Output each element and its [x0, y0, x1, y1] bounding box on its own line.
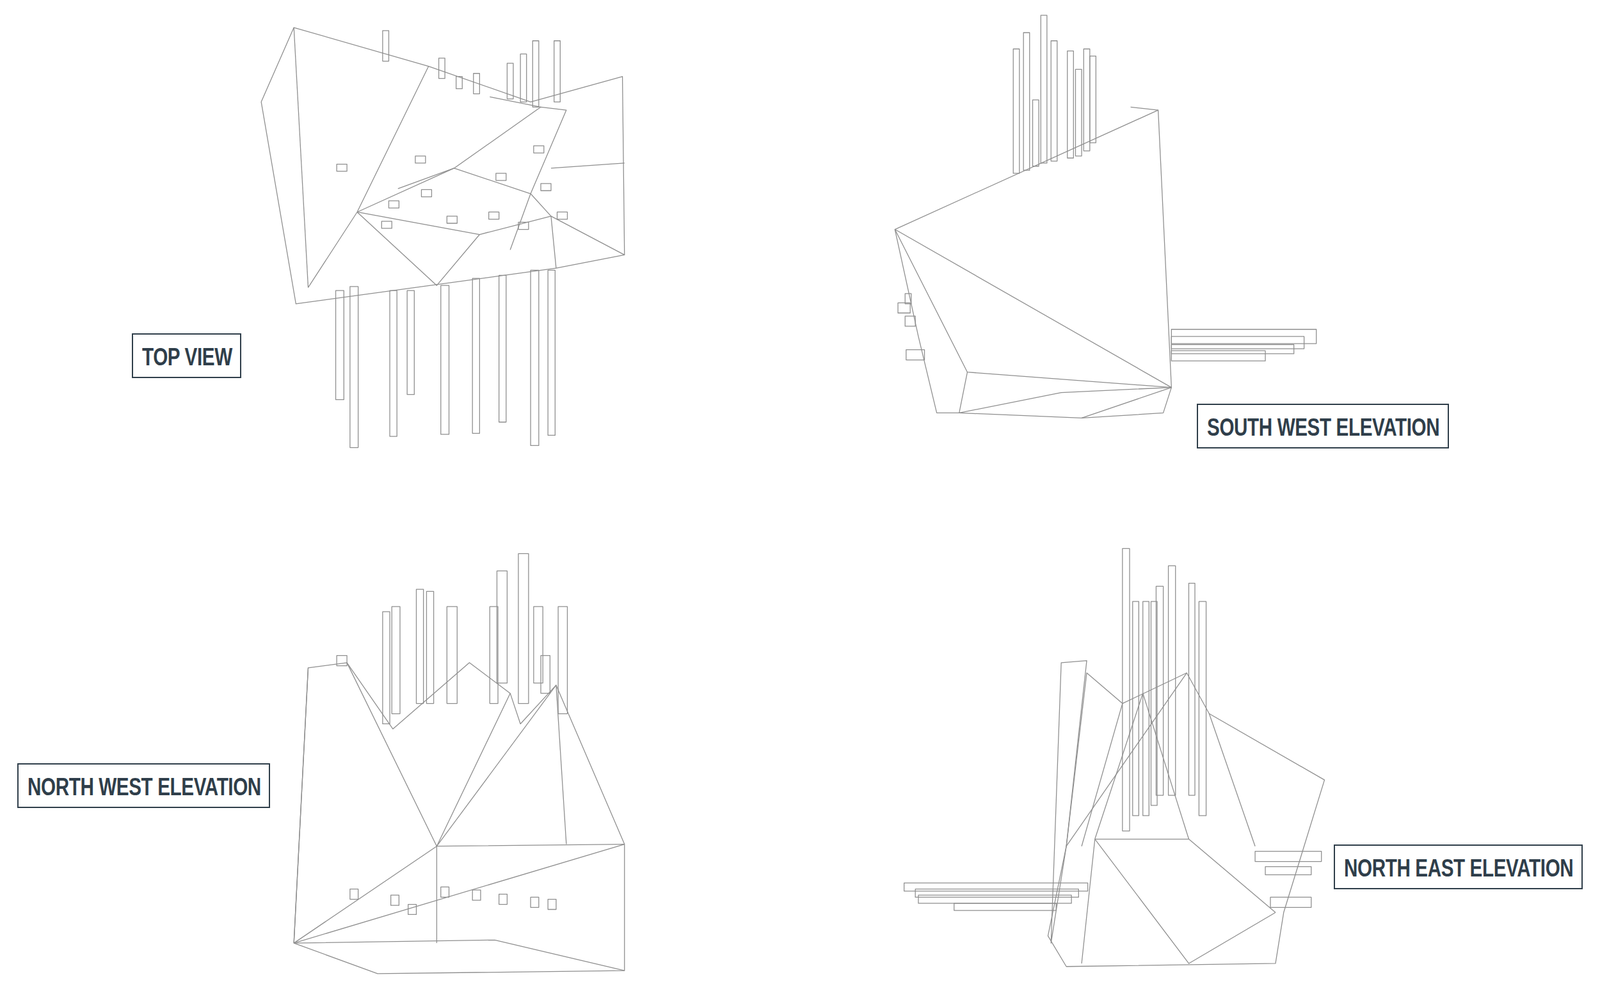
view-label-box: TOP VIEW	[131, 333, 242, 379]
top-view-drawing	[261, 27, 625, 448]
view-label: SOUTH WEST ELEVATION	[1207, 415, 1440, 440]
north-east-drawing	[904, 548, 1325, 967]
view-label-box: NORTH EAST ELEVATION	[1333, 844, 1583, 890]
south-west-drawing	[894, 15, 1316, 418]
view-label: NORTH EAST ELEVATION	[1344, 856, 1574, 881]
view-label: NORTH WEST ELEVATION	[27, 775, 262, 800]
north-west-drawing	[293, 553, 625, 975]
view-label-box: NORTH WEST ELEVATION	[17, 763, 271, 809]
view-label: TOP VIEW	[142, 344, 233, 370]
view-label-box: SOUTH WEST ELEVATION	[1196, 403, 1449, 449]
